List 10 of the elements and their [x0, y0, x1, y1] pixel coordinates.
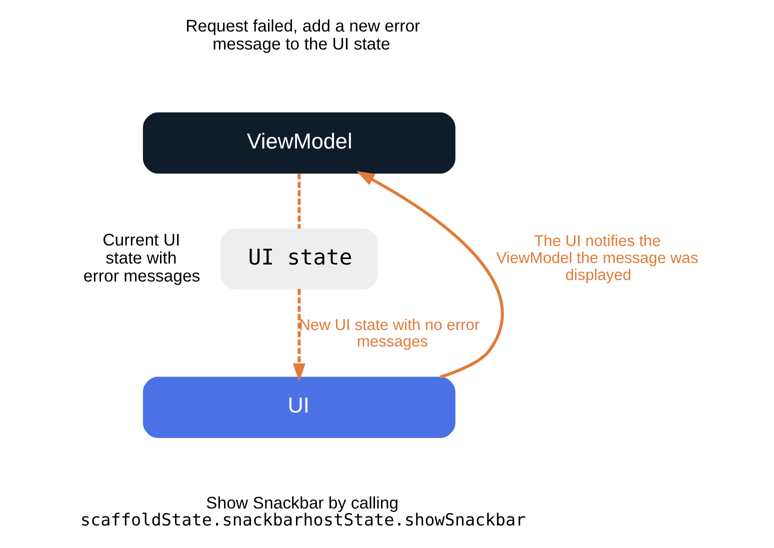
node-box: ViewModel	[142, 112, 455, 174]
connector	[297, 173, 300, 229]
arrow	[292, 289, 305, 382]
node-label: Current UI state with error messages	[82, 230, 200, 286]
edge-label: The UI notifies the ViewModel the message was displayed	[496, 233, 698, 284]
edge-label: New UI state with no error messages	[298, 316, 480, 351]
node-box: UI	[142, 376, 455, 438]
node-label: Request failed, add a new error message to the UI state	[185, 16, 420, 54]
node-box: UI state	[220, 228, 378, 290]
arrow	[356, 171, 504, 379]
